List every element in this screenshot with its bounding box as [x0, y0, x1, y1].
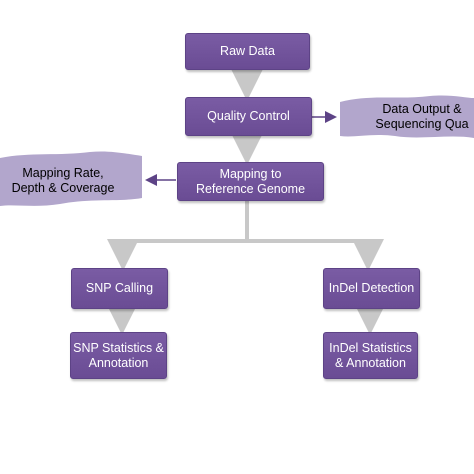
- mapping-rate-note: Mapping Rate, Depth & Coverage: [11, 166, 115, 195]
- mapping-rate-note-shape: [0, 151, 142, 206]
- mapping-box: Mapping to Reference Genome: [177, 162, 324, 201]
- data-output-note: Data Output & Sequencing Qua: [375, 102, 469, 131]
- indel-detection-box: InDel Detection: [323, 268, 420, 309]
- quality-control-box: Quality Control: [185, 97, 312, 136]
- data-output-note-shape: [340, 95, 474, 138]
- snp-statistics-box: SNP Statistics & Annotation: [70, 332, 167, 379]
- snp-calling-box: SNP Calling: [71, 268, 168, 309]
- raw-data-box: Raw Data: [185, 33, 310, 70]
- indel-statistics-box: InDel Statistics & Annotation: [323, 332, 418, 379]
